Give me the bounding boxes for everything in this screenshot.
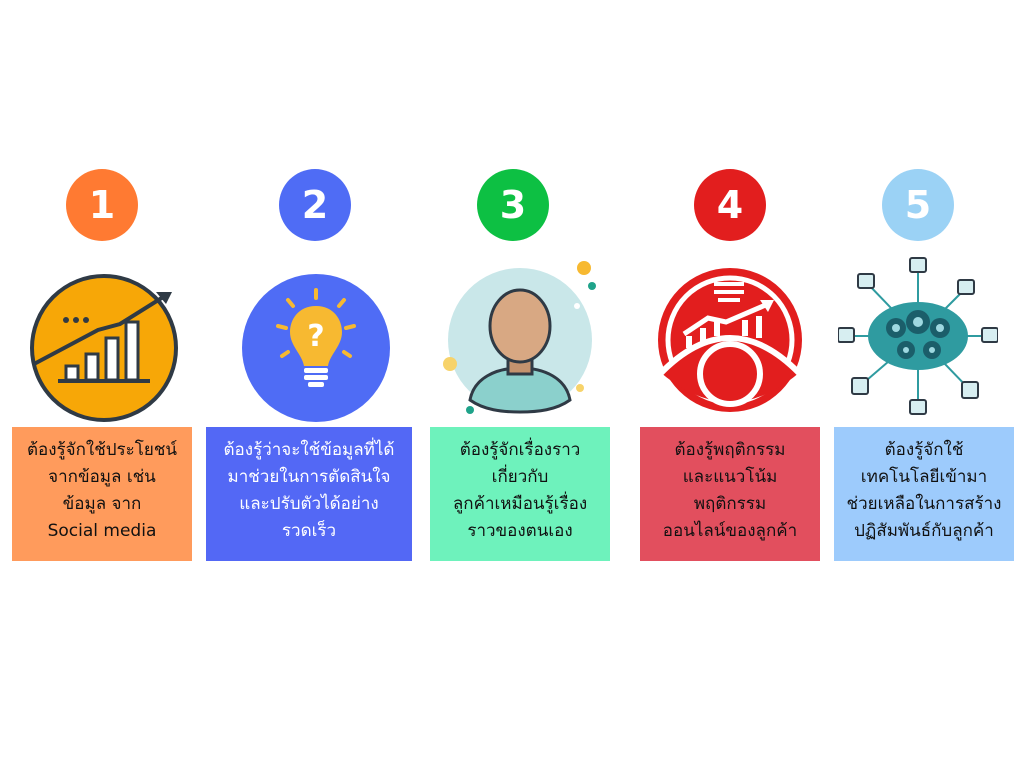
step-text-box-3: ต้องรู้จักเรื่องราว เกี่ยวกับ ลูกค้าเหมื… bbox=[430, 427, 610, 561]
person-avatar-icon bbox=[440, 260, 600, 420]
step-4-line: พฤติกรรม bbox=[693, 494, 767, 514]
step-5-line: ช่วยเหลือในการสร้าง bbox=[846, 494, 1002, 514]
step-number-4: 4 bbox=[694, 169, 766, 241]
step-number-2: 2 bbox=[279, 169, 351, 241]
step-3-line: ลูกค้าเหมือนรู้เรื่อง bbox=[452, 494, 588, 514]
step-5-line: ต้องรู้จักใช้ bbox=[884, 440, 964, 460]
step-2-line: มาช่วยในการตัดสินใจ bbox=[227, 467, 391, 487]
step-text-box-1: ต้องรู้จักใช้ประโยชน์ จากข้อมูล เช่น ข้อ… bbox=[12, 427, 192, 561]
growth-chart-icon bbox=[24, 268, 184, 428]
step-text-box-5: ต้องรู้จักใช้ เทคโนโลยีเข้ามา ช่วยเหลือใ… bbox=[834, 427, 1014, 561]
step-4-line: และแนวโน้ม bbox=[682, 467, 778, 487]
step-1-line: Social media bbox=[47, 521, 157, 541]
step-2-line: รวดเร็ว bbox=[281, 521, 337, 541]
step-text-box-4: ต้องรู้พฤติกรรม และแนวโน้ม พฤติกรรม ออนไ… bbox=[640, 427, 820, 561]
gear-network-icon bbox=[838, 256, 998, 416]
step-5-line: เทคโนโลยีเข้ามา bbox=[860, 467, 988, 487]
step-1-line: จากข้อมูล เช่น bbox=[48, 467, 156, 487]
step-number-5: 5 bbox=[882, 169, 954, 241]
step-2-line: และปรับตัวได้อย่าง bbox=[239, 494, 379, 514]
step-5-line: ปฏิสัมพันธ์กับลูกค้า bbox=[854, 521, 994, 541]
step-1-line: ข้อมูล จาก bbox=[62, 494, 142, 514]
step-4-line: ออนไลน์ของลูกค้า bbox=[662, 521, 798, 541]
step-number-3: 3 bbox=[477, 169, 549, 241]
step-1-line: ต้องรู้จักใช้ประโยชน์ bbox=[26, 440, 178, 460]
step-2-line: ต้องรู้ว่าจะใช้ข้อมูลที่ได้ bbox=[223, 440, 395, 460]
step-number-1: 1 bbox=[66, 169, 138, 241]
step-text-box-2: ต้องรู้ว่าจะใช้ข้อมูลที่ได้ มาช่วยในการต… bbox=[206, 427, 412, 561]
step-3-line: ราวของตนเอง bbox=[467, 521, 573, 541]
step-3-line: เกี่ยวกับ bbox=[491, 467, 549, 487]
step-3-line: ต้องรู้จักเรื่องราว bbox=[459, 440, 581, 460]
svg-text:?: ? bbox=[307, 319, 324, 354]
eye-analytics-icon bbox=[656, 262, 816, 422]
lightbulb-question-icon: ? bbox=[238, 268, 398, 428]
step-4-line: ต้องรู้พฤติกรรม bbox=[674, 440, 786, 460]
